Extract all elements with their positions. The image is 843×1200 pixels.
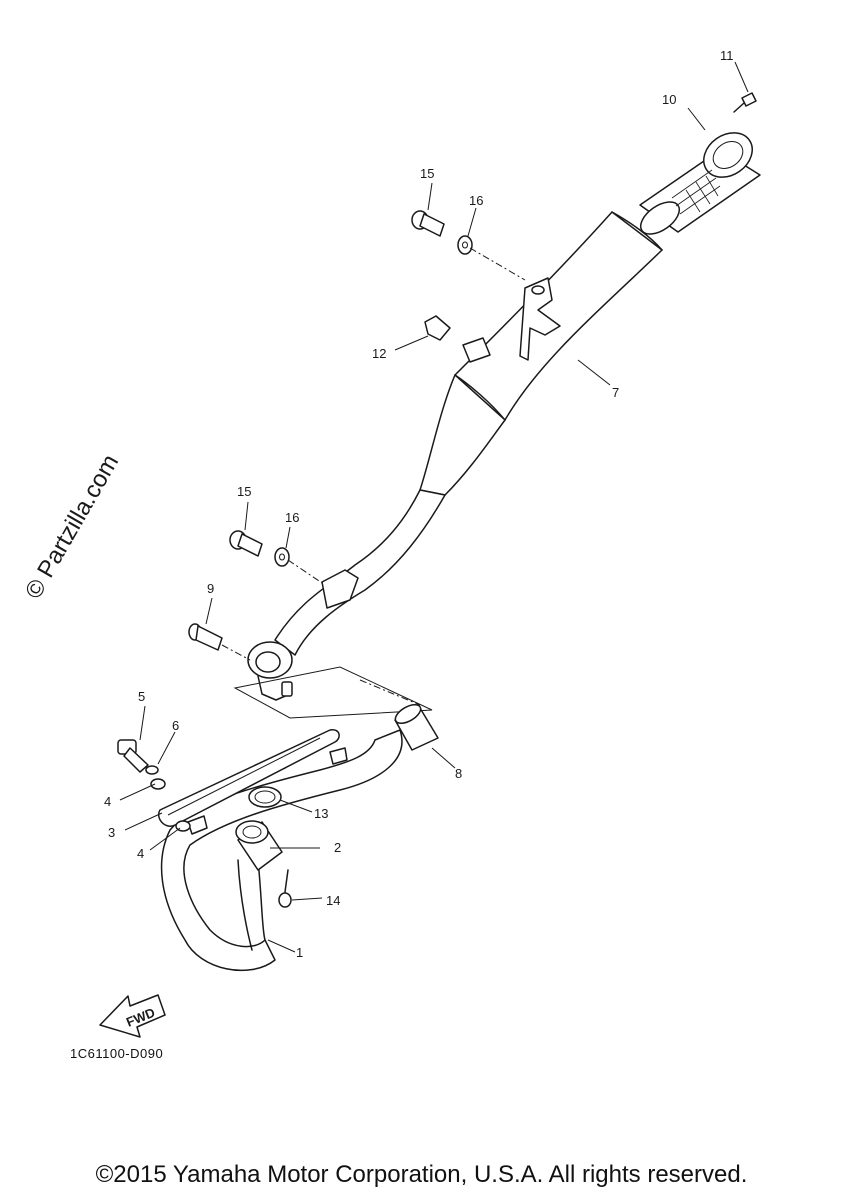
bolt-lower[interactable] bbox=[229, 530, 263, 557]
gasket-sleeve[interactable] bbox=[392, 701, 439, 751]
washer-upper[interactable] bbox=[457, 235, 473, 255]
callout-5: 5 bbox=[138, 689, 145, 704]
tail-pipe-bolt[interactable] bbox=[733, 92, 757, 113]
muffler[interactable] bbox=[247, 211, 663, 701]
clamp-bolt[interactable] bbox=[188, 623, 223, 651]
callout-2: 2 bbox=[334, 840, 341, 855]
pipe-bracket-c bbox=[187, 815, 208, 835]
fwd-arrow-icon: FWD bbox=[99, 994, 166, 1038]
callout-1: 1 bbox=[296, 945, 303, 960]
muffler-clip bbox=[462, 337, 491, 363]
callout-11: 11 bbox=[720, 48, 734, 63]
callout-16-upper: 16 bbox=[469, 193, 483, 208]
callout-15-upper: 15 bbox=[420, 166, 434, 181]
bolt-12[interactable] bbox=[424, 315, 451, 341]
callout-9: 9 bbox=[207, 581, 214, 596]
callout-8: 8 bbox=[455, 766, 462, 781]
callout-12: 12 bbox=[372, 346, 386, 361]
exhaust-flange[interactable] bbox=[235, 820, 283, 871]
pipe-bracket-b bbox=[329, 747, 348, 765]
callout-16-lower: 16 bbox=[285, 510, 299, 525]
assembly-boundary bbox=[233, 666, 433, 719]
bolt-upper[interactable] bbox=[411, 210, 445, 237]
callout-15-lower: 15 bbox=[237, 484, 251, 499]
protector-bolt[interactable] bbox=[117, 739, 149, 773]
callout-10: 10 bbox=[662, 92, 676, 107]
callout-4-lower: 4 bbox=[137, 846, 144, 861]
gasket-13[interactable] bbox=[248, 786, 282, 808]
flange-bolt[interactable] bbox=[278, 869, 292, 908]
callout-4-upper: 4 bbox=[104, 794, 111, 809]
callout-13: 13 bbox=[314, 806, 328, 821]
callout-7: 7 bbox=[612, 385, 619, 400]
washer-6[interactable] bbox=[145, 765, 159, 775]
copyright-notice: ©2015 Yamaha Motor Corporation, U.S.A. A… bbox=[95, 1161, 748, 1188]
diagram-code: 1C61100-D090 bbox=[70, 1046, 164, 1061]
pipe-protector[interactable] bbox=[158, 729, 340, 827]
pipe-bracket bbox=[321, 569, 359, 609]
tail-pipe[interactable] bbox=[635, 124, 761, 241]
muffler-bracket bbox=[519, 277, 561, 361]
washer-4-upper[interactable] bbox=[150, 778, 166, 790]
callout-14: 14 bbox=[326, 893, 340, 908]
callout-3: 3 bbox=[108, 825, 115, 840]
callout-6: 6 bbox=[172, 718, 179, 733]
washer-lower[interactable] bbox=[274, 547, 290, 567]
